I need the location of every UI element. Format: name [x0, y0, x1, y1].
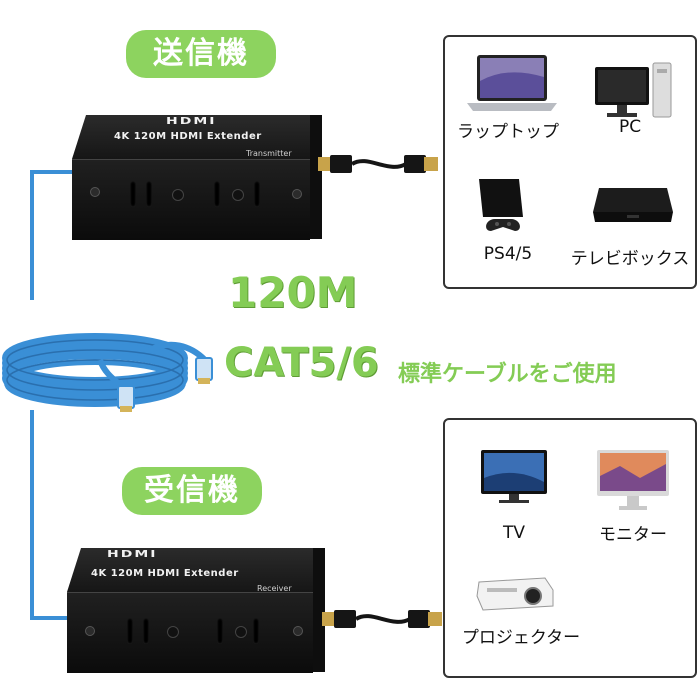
vent-slot	[253, 618, 259, 644]
screw	[293, 626, 303, 636]
display-devices-panel: TV モニター プロジェクター	[443, 418, 697, 678]
box-title: 4K 120M HDMI Extender	[91, 568, 239, 579]
receiver-box: HDMI 4K 120M HDMI Extender Receiver	[67, 548, 325, 673]
game-console-icon	[479, 179, 523, 231]
device-label-tv: TV	[502, 523, 525, 543]
hdmi-logo: HDMI	[107, 548, 158, 560]
device-label-projector: プロジェクター	[461, 628, 581, 648]
vent-slot	[127, 618, 133, 644]
tv-box-icon	[593, 188, 673, 222]
laptop-icon	[467, 55, 557, 111]
status-led	[167, 626, 179, 638]
transmitter-label: 送信機	[126, 30, 276, 78]
device-label-laptop: ラップトップ	[457, 122, 559, 142]
hdmi-cable-top	[318, 155, 438, 173]
vent-slot	[143, 618, 149, 644]
box-role-label: Transmitter	[246, 149, 292, 158]
tv-icon	[481, 450, 547, 503]
screw	[292, 189, 302, 199]
device-label-tv-box: テレビボックス	[570, 249, 690, 269]
projector-icon	[476, 577, 554, 611]
receiver-label: 受信機	[122, 467, 262, 515]
vent-slot	[146, 181, 152, 207]
vent-slot	[254, 181, 260, 207]
device-label-pc: PC	[618, 117, 642, 137]
status-led	[232, 189, 244, 201]
transmitter-box: HDMI 4K 120M HDMI Extender Transmitter	[72, 115, 322, 240]
monitor-icon	[597, 450, 669, 510]
screw	[85, 626, 95, 636]
cable-type-label: CAT5/6	[224, 340, 379, 386]
vent-slot	[130, 181, 136, 207]
vent-slot	[217, 618, 223, 644]
box-title: 4K 120M HDMI Extender	[114, 131, 262, 142]
device-label-ps: PS4/5	[483, 244, 533, 264]
vent-slot	[214, 181, 220, 207]
box-role-label: Receiver	[257, 584, 292, 593]
screw	[90, 187, 100, 197]
ethernet-cable-coil-icon	[2, 333, 213, 412]
hdmi-cable-bottom	[322, 610, 442, 628]
desktop-pc-icon	[595, 62, 672, 118]
status-led	[172, 189, 184, 201]
cable-note-label: 標準ケーブルをご使用	[398, 362, 617, 387]
hdmi-logo: HDMI	[166, 115, 217, 127]
source-devices-panel: ラップトップ PC PS4/5 テレビボックス	[443, 35, 697, 289]
status-led	[235, 626, 247, 638]
device-label-monitor: モニター	[599, 525, 667, 545]
distance-label: 120M	[228, 268, 358, 317]
